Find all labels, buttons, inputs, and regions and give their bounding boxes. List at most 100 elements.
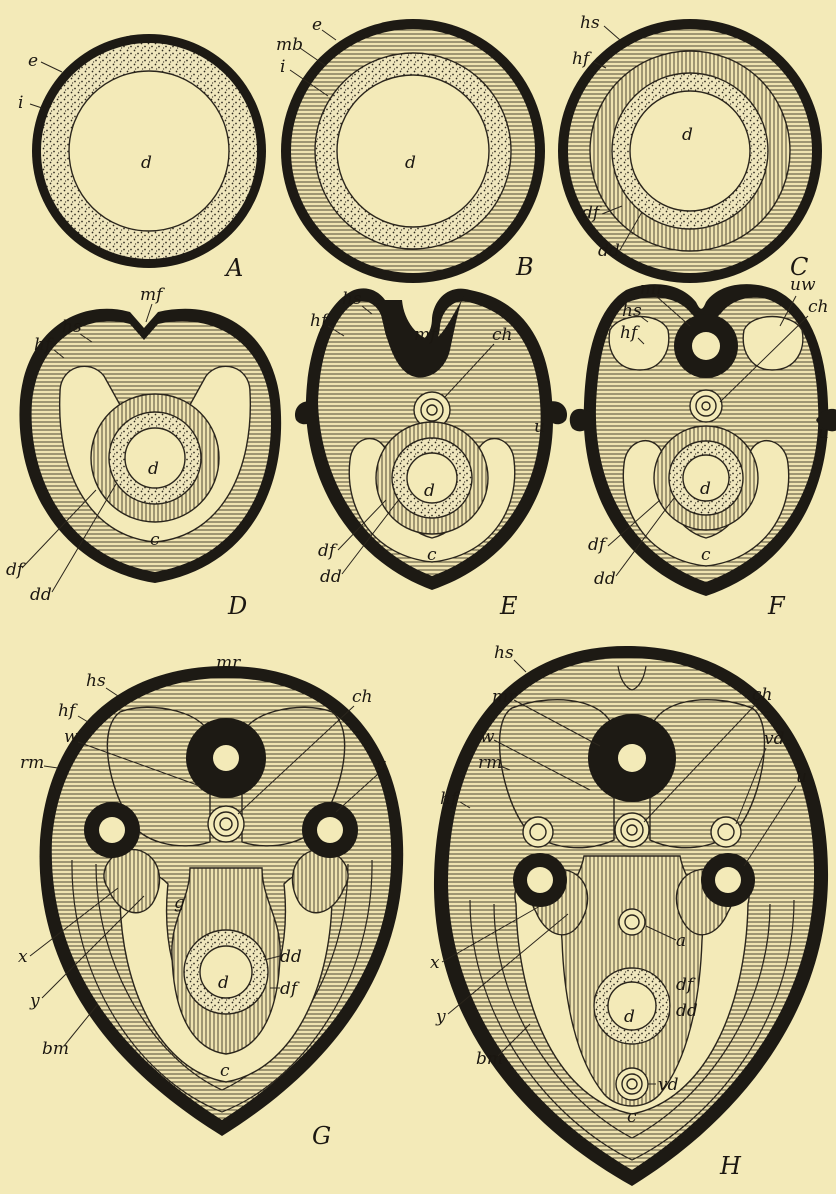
label-hs: hs bbox=[62, 317, 82, 337]
label-c: c bbox=[150, 530, 160, 550]
label-mb: mb bbox=[276, 35, 303, 55]
label-hf: hf bbox=[620, 323, 640, 343]
figure-letter: G bbox=[312, 1122, 331, 1150]
label-mr: mr bbox=[216, 653, 241, 673]
leader-line bbox=[604, 26, 620, 40]
label-c: c bbox=[627, 1107, 637, 1127]
label-vd: vd bbox=[658, 1075, 679, 1095]
label-w: w bbox=[64, 727, 79, 747]
gut-cavity bbox=[630, 91, 750, 211]
label-ch: ch bbox=[492, 325, 512, 345]
label-d: d bbox=[424, 481, 435, 501]
label-c: c bbox=[220, 1061, 230, 1081]
label-c: c bbox=[427, 545, 437, 565]
label-bm: bm bbox=[476, 1049, 503, 1069]
label-d: d bbox=[405, 153, 416, 173]
label-hs: hs bbox=[622, 301, 642, 321]
label-dd: dd bbox=[594, 569, 616, 589]
label-d: d bbox=[700, 479, 711, 499]
figure-letter: A bbox=[224, 254, 243, 282]
figure-letter: E bbox=[499, 592, 518, 620]
leader-line bbox=[78, 716, 88, 722]
label-dd: dd bbox=[30, 585, 52, 605]
figure-e: hs hf mf ch u d df dd c E bbox=[295, 288, 567, 620]
kidney-duct-lumen bbox=[317, 817, 343, 843]
leader-line bbox=[41, 62, 62, 72]
label-df: df bbox=[588, 535, 608, 555]
leader-line bbox=[64, 1004, 98, 1046]
figure-h: hs mr w rm hf ch vd u a d df dd vd x y b… bbox=[430, 643, 828, 1186]
leader-line bbox=[146, 304, 152, 322]
figure-c: hs hf d df dd C bbox=[558, 13, 822, 283]
figure-a: e i d A bbox=[18, 34, 266, 282]
label-df: df bbox=[280, 979, 300, 999]
label-mr: mr bbox=[640, 279, 665, 299]
leader-line bbox=[514, 660, 526, 672]
leader-line bbox=[322, 30, 336, 40]
medullary-canal bbox=[692, 332, 720, 360]
notochord bbox=[615, 813, 649, 847]
label-hs: hs bbox=[86, 671, 106, 691]
label-dd: dd bbox=[598, 241, 620, 261]
label-hf: hf bbox=[58, 701, 78, 721]
label-dd: dd bbox=[320, 567, 342, 587]
primitive-vertebra-left bbox=[609, 317, 669, 371]
vessel-left bbox=[523, 817, 553, 847]
medullary-canal bbox=[618, 744, 646, 772]
leader-line bbox=[30, 104, 42, 108]
figure-letter: B bbox=[515, 253, 534, 281]
figure-d: hs mf hf d df dd c D bbox=[6, 285, 281, 620]
figure-f: mr hs hf uw ch u d df dd c F bbox=[570, 275, 836, 620]
label-y: y bbox=[29, 991, 40, 1011]
vein-duct bbox=[616, 1068, 648, 1100]
label-df: df bbox=[6, 560, 26, 580]
label-mf: mf bbox=[414, 325, 439, 345]
figure-g: hs mr hf w rm ch u g d dd df x y bm c G bbox=[18, 653, 403, 1150]
kidney-duct-lumen bbox=[715, 867, 741, 893]
label-i: i bbox=[280, 57, 285, 77]
label-df: df bbox=[318, 541, 338, 561]
label-bm: bm bbox=[42, 1039, 69, 1059]
label-hs: hs bbox=[580, 13, 600, 33]
label-u: u bbox=[796, 767, 807, 787]
primitive-vertebra-right bbox=[743, 317, 803, 371]
label-uw: uw bbox=[790, 275, 816, 295]
label-d: d bbox=[218, 973, 229, 993]
figure-letter: D bbox=[227, 592, 247, 620]
label-d: d bbox=[148, 459, 159, 479]
gut-cavity bbox=[125, 428, 185, 488]
label-df: df bbox=[582, 203, 602, 223]
label-d: d bbox=[682, 125, 693, 145]
label-hs: hs bbox=[494, 643, 514, 663]
label-hf: hf bbox=[310, 311, 330, 331]
gut-cavity bbox=[337, 75, 489, 227]
figure-letter: F bbox=[767, 592, 786, 620]
label-i: i bbox=[18, 93, 23, 113]
label-u: u bbox=[376, 755, 387, 775]
label-mf: mf bbox=[140, 285, 165, 305]
label-e: e bbox=[28, 51, 38, 71]
label-df: df bbox=[676, 975, 696, 995]
label-u: u bbox=[534, 417, 545, 437]
label-a: a bbox=[676, 931, 686, 951]
label-y: y bbox=[435, 1007, 446, 1027]
label-d: d bbox=[141, 153, 152, 173]
label-x: x bbox=[430, 953, 440, 973]
label-hf: hf bbox=[440, 789, 460, 809]
figure-letter: H bbox=[719, 1152, 742, 1180]
label-rm: rm bbox=[20, 753, 44, 773]
gut-cavity bbox=[69, 71, 229, 231]
kidney-duct-lumen bbox=[527, 867, 553, 893]
label-d: d bbox=[624, 1007, 635, 1027]
label-dd: dd bbox=[280, 947, 302, 967]
kidney-duct-lumen bbox=[99, 817, 125, 843]
label-ch: ch bbox=[752, 685, 772, 705]
label-mr: mr bbox=[492, 687, 517, 707]
label-e: e bbox=[312, 15, 322, 35]
aorta bbox=[619, 909, 645, 935]
label-hs: hs bbox=[342, 289, 362, 309]
label-hf: hf bbox=[572, 49, 592, 69]
label-u: u bbox=[818, 423, 829, 443]
label-g: g bbox=[174, 893, 185, 913]
